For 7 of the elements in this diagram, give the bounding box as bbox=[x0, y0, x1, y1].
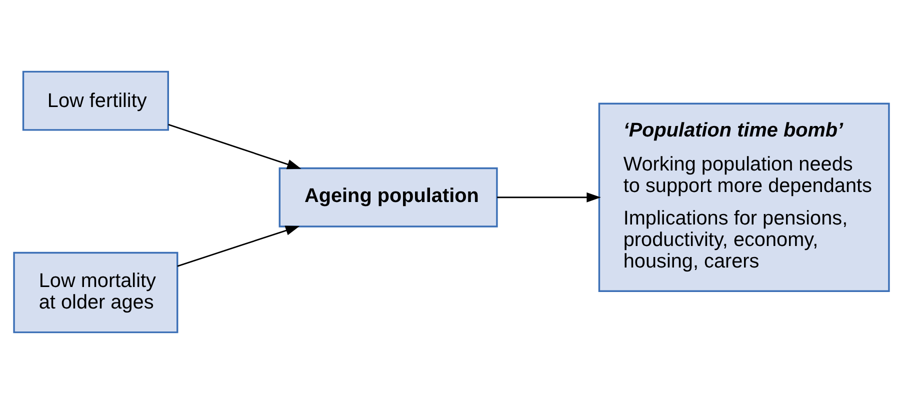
node-box: Low fertility bbox=[22, 70, 169, 130]
node-box: Ageing population bbox=[278, 166, 498, 227]
node-box: Low mortality at older ages bbox=[13, 251, 178, 333]
arrow bbox=[497, 192, 601, 202]
arrow bbox=[168, 123, 302, 169]
node-box: ‘Population time bomb’ Working population needs to support more dependants Implications for pensions, productivity, economy, housing, carers bbox=[598, 102, 890, 292]
arrow bbox=[177, 225, 300, 266]
